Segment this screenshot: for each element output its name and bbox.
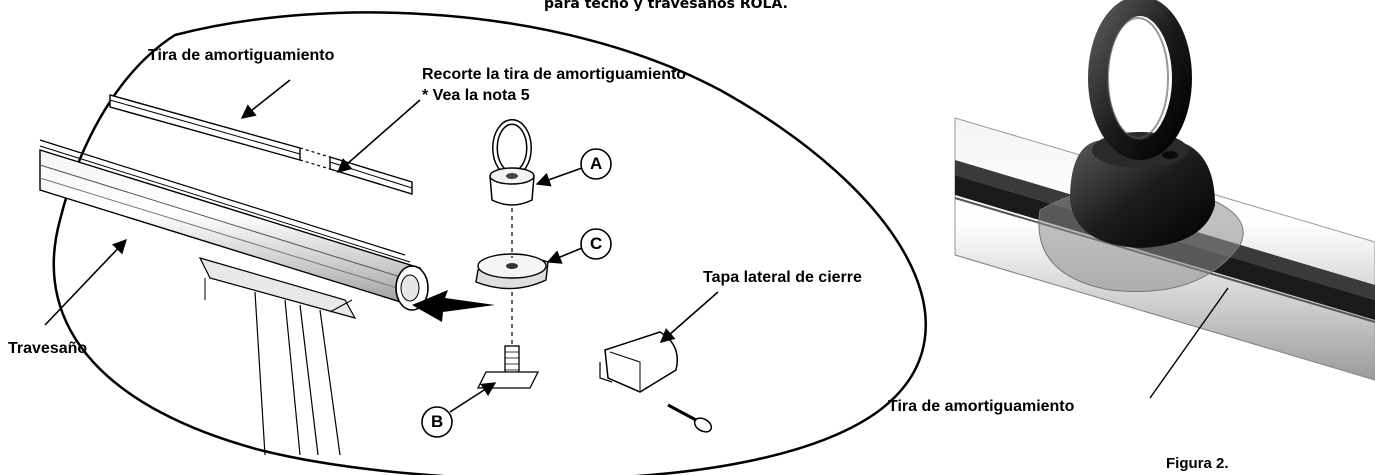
end-cap-part bbox=[599, 331, 678, 393]
rubber-strip-drawing bbox=[109, 94, 413, 195]
label-strip-top: Tira de amortiguamiento bbox=[148, 47, 335, 64]
callout-b-letter: B bbox=[431, 412, 444, 431]
label-strip-right: Tira de amortiguamiento bbox=[888, 398, 1075, 415]
crossbar-drawing bbox=[39, 139, 429, 456]
header-text: para techo y travesaños ROLA. bbox=[544, 0, 788, 12]
pad-part bbox=[475, 253, 549, 290]
callout-a-circle bbox=[580, 148, 612, 180]
key-icon bbox=[667, 403, 713, 433]
callout-b-circle bbox=[421, 406, 453, 438]
insert-arrow-icon bbox=[412, 290, 495, 322]
t-bolt-part bbox=[476, 345, 540, 389]
callout-a-letter: A bbox=[590, 154, 603, 173]
label-end-cap: Tapa lateral de cierre bbox=[703, 269, 862, 286]
label-trim-line1: Recorte la tira de amortiguamiento bbox=[422, 66, 687, 83]
eye-nut-part bbox=[489, 119, 535, 206]
detail-oval bbox=[52, 11, 927, 475]
figure-2-render bbox=[954, 0, 1375, 381]
callout-c-letter: C bbox=[590, 234, 603, 253]
figure-caption: Figura 2. bbox=[1166, 455, 1229, 472]
label-crossbar: Travesaño bbox=[8, 340, 88, 357]
label-trim-line2: * Vea la nota 5 bbox=[422, 87, 530, 104]
callout-c-circle bbox=[580, 228, 612, 260]
